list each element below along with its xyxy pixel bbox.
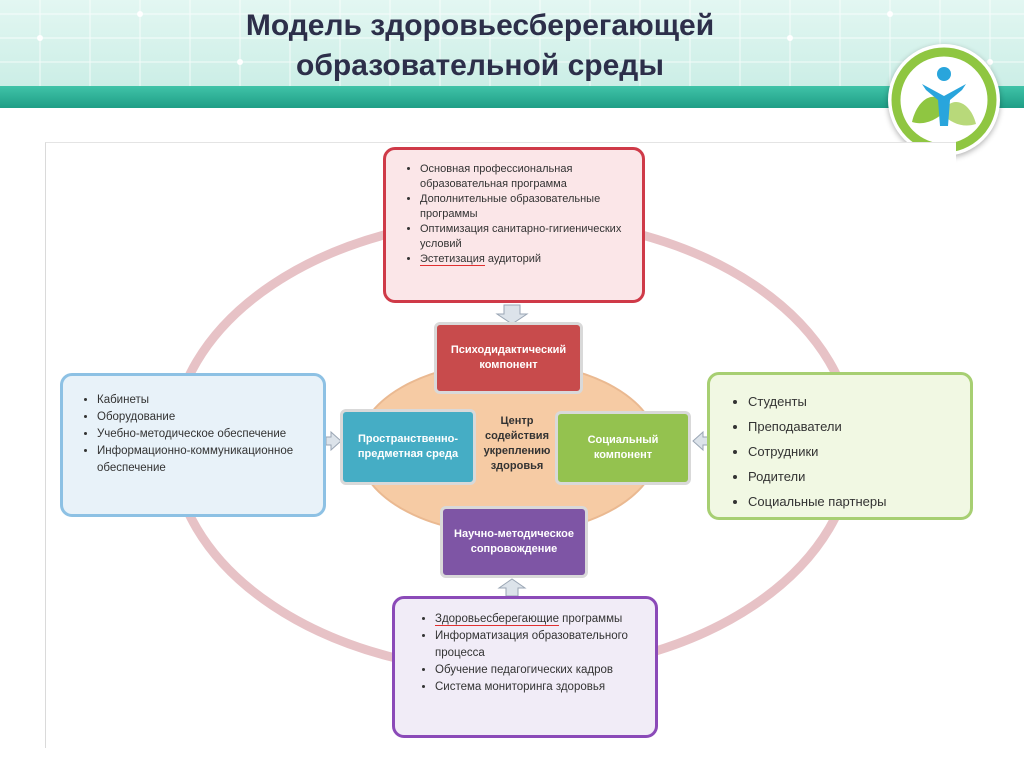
list-item: Основная профессиональная образовательна… — [420, 162, 632, 192]
list-item: Студенты — [748, 389, 960, 414]
person-leaf-logo-icon — [888, 44, 1000, 156]
methodical-support-component: Научно-методическое сопровождение — [440, 506, 588, 578]
social-component: Социальный компонент — [555, 411, 691, 485]
slide-title-line1: Модель здоровьесберегающей — [245, 9, 715, 42]
arrow-up-icon — [497, 578, 527, 597]
list-item: Оптимизация санитарно-гигиенических усло… — [420, 222, 632, 252]
left-box-resources: Кабинеты Оборудование Учебно-методическо… — [60, 373, 326, 517]
arrow-down-icon — [495, 304, 529, 325]
list-item: Преподаватели — [748, 414, 960, 439]
list-item: Учебно-методическое обеспечение — [97, 426, 313, 443]
slide-title-line2: образовательной среды — [296, 49, 664, 82]
list-item: Кабинеты — [97, 392, 313, 409]
center-label: Центр содействия укреплению здоровья — [483, 415, 551, 472]
psychodidactic-component: Психодидактический компонент — [434, 322, 583, 394]
list-item: Информатизация образовательного процесса — [435, 628, 645, 662]
arrow-right-icon — [325, 430, 342, 452]
header-band — [0, 86, 1024, 108]
list-item: Информационно-коммуникационное обеспечен… — [97, 443, 313, 477]
list-item-keyword: Эстетизация — [420, 253, 485, 266]
right-box-participants: Студенты Преподаватели Сотрудники Родите… — [707, 372, 973, 520]
list-item: Эстетизация аудиторий — [420, 252, 632, 267]
bottom-box-support: Здоровьесберегающие программы Информатиз… — [392, 596, 658, 738]
slide-header — [0, 0, 1024, 96]
list-item-rest: аудиторий — [484, 253, 542, 265]
list-item: Социальные партнеры — [748, 489, 960, 514]
slide-title: Модель здоровьесберегающей образовательн… — [150, 6, 810, 86]
spatial-environment-component: Пространственно-предметная среда — [340, 409, 476, 485]
list-item: Система мониторинга здоровья — [435, 679, 645, 696]
list-item-keyword: Здоровьесберегающие — [435, 613, 559, 626]
list-item: Дополнительные образовательные программы — [420, 192, 632, 222]
list-item: Оборудование — [97, 409, 313, 426]
list-item: Родители — [748, 464, 960, 489]
list-item: Обучение педагогических кадров — [435, 662, 645, 679]
list-item-rest: программы — [558, 613, 623, 625]
arrow-left-icon — [692, 430, 709, 452]
top-box-programs: Основная профессиональная образовательна… — [383, 147, 645, 303]
list-item: Сотрудники — [748, 439, 960, 464]
list-item: Здоровьесберегающие программы — [435, 611, 645, 628]
